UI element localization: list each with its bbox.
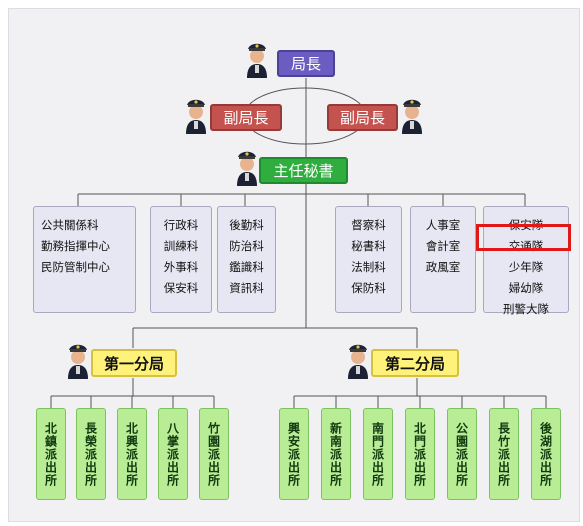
highlight-frame [476,224,571,251]
station-box: 八掌派出所 [158,408,188,500]
police-officer-icon [243,38,271,78]
department-box: 人事室 會計室 政風室 [410,206,476,313]
department-item: 公共關係科 [41,218,99,232]
department-item: 鑑識科 [229,260,264,274]
department-box: 督察科 秘書科 法制科 保防科 [335,206,402,313]
department-item: 秘書科 [351,239,386,253]
department-item: 外事科 [163,260,199,274]
branch-box-1: 第一分局 [91,349,177,377]
station-box: 北興派出所 [117,408,147,500]
department-item: 婦幼隊 [508,281,544,295]
station-box: 竹園派出所 [199,408,229,500]
department-box: 後勤科 防治科 鑑識科 資訊科 [217,206,276,313]
department-item: 資訊科 [229,281,264,295]
branch-label: 第二分局 [384,354,445,373]
police-officer-icon [182,94,210,134]
department-item: 會計室 [425,239,461,253]
department-item: 刑警大隊 [503,302,549,316]
department-item: 後勤科 [229,218,264,232]
station-box: 北門派出所 [405,408,435,500]
department-item: 勤務指揮中心 [41,239,110,253]
station-box: 公園派出所 [447,408,477,500]
department-item: 人事室 [425,218,461,232]
deputy-box-right: 副局長 [327,104,398,131]
station-box: 南門派出所 [363,408,393,500]
department-item: 行政科 [163,218,199,232]
branch-label: 第一分局 [103,354,164,373]
police-officer-icon [344,339,372,379]
branch-box-2: 第二分局 [371,349,459,377]
police-officer-icon [64,339,92,379]
department-item: 政風室 [425,260,461,274]
police-officer-icon [398,94,426,134]
secretary-label: 主任秘書 [273,162,334,180]
department-box: 保安隊 交通隊 少年隊 婦幼隊 刑警大隊 [483,206,569,316]
deputy-label: 副局長 [223,109,269,127]
secretary-box: 主任秘書 [259,157,348,184]
department-box: 行政科 訓練科 外事科 保安科 [150,206,212,313]
station-box: 長榮派出所 [76,408,106,500]
chief-label: 局長 [290,55,321,73]
deputy-label: 副局長 [339,109,385,127]
station-box: 北鎮派出所 [36,408,66,500]
department-item: 法制科 [351,260,386,274]
department-item: 防治科 [229,239,264,253]
station-box: 新南派出所 [321,408,351,500]
station-box: 興安派出所 [279,408,309,500]
department-item: 保防科 [351,281,386,295]
department-item: 訓練科 [163,239,199,253]
station-box: 後湖派出所 [531,408,561,500]
station-box: 長竹派出所 [489,408,519,500]
chief-box: 局長 [277,50,335,77]
department-item: 督察科 [351,218,386,232]
department-box: 公共關係科 勤務指揮中心 民防管制中心 [33,206,136,313]
department-item: 少年隊 [508,260,544,274]
police-officer-icon [233,146,261,186]
deputy-box-left: 副局長 [210,104,282,131]
department-item: 民防管制中心 [41,260,110,274]
department-item: 保安科 [163,281,199,295]
